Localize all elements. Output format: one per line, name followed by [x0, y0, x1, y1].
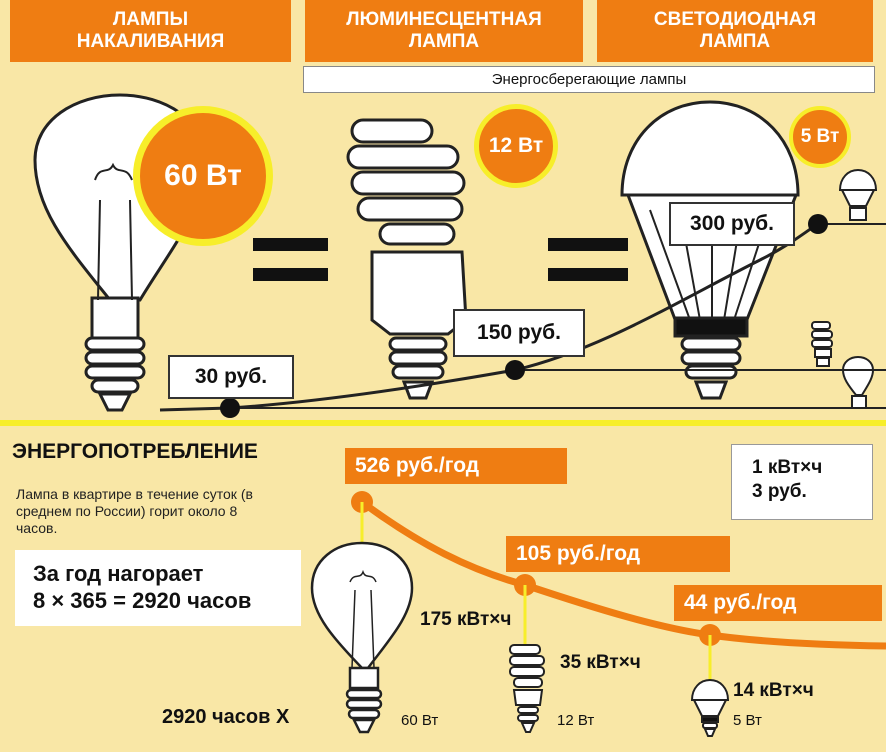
rate-line1: 1 кВт×ч: [752, 457, 823, 478]
consumption-title: ЭНЕРГОПОТРЕБЛЕНИЕ: [12, 440, 258, 463]
watt-fluorescent: 12 Вт: [557, 712, 595, 729]
price-point: [808, 214, 828, 234]
electricity-rate-box: 1 кВт×ч 3 руб.: [731, 444, 873, 520]
price-point: [505, 360, 525, 380]
led-lamp-icon: [620, 100, 800, 400]
consumption-led-lamp-icon: [690, 678, 730, 737]
consumption-note: Лампа в квартире в течение суток (в сред…: [16, 486, 253, 536]
energy-saving-subheader: Энергосберегающие лампы: [303, 66, 875, 93]
consumption-incandescent-lamp-icon: [310, 541, 414, 734]
small-fluorescent-lamp-icon: [811, 321, 833, 367]
cost-fluorescent: 105 руб./год: [506, 536, 730, 572]
hours-multiplier-label: 2920 часов Х: [162, 706, 290, 728]
header-fluorescent: ЛЮМИНЕСЦЕНТНАЯ ЛАМПА: [305, 0, 583, 62]
watt-incandescent: 60 Вт: [401, 712, 439, 729]
yearly-hours-line1: За год нагорает: [33, 561, 204, 586]
equals-bar: [548, 268, 628, 281]
yearly-hours-line2: 8 × 365 = 2920 часов: [33, 588, 252, 613]
fluorescent-lamp-icon: [346, 118, 468, 400]
header-incandescent: ЛАМПЫ НАКАЛИВАНИЯ: [10, 0, 291, 62]
header-incandescent-label: ЛАМПЫ НАКАЛИВАНИЯ: [76, 9, 225, 52]
cost-led: 44 руб./год: [674, 585, 882, 621]
section-divider: [0, 420, 886, 426]
cost-incandescent: 526 руб./год: [345, 448, 567, 484]
watt-led: 5 Вт: [733, 712, 762, 729]
equals-bar: [253, 268, 328, 281]
energy-led: 14 кВт×ч: [733, 680, 814, 701]
energy-fluorescent: 35 кВт×ч: [560, 652, 641, 673]
equals-bar: [548, 238, 628, 251]
price-incandescent: 30 руб.: [168, 355, 294, 399]
small-incandescent-lamp-icon: [841, 355, 875, 409]
energy-incandescent: 175 кВт×ч: [420, 609, 512, 630]
price-fluorescent: 150 руб.: [453, 309, 585, 357]
header-led-label: СВЕТОДИОДНАЯ ЛАМПА: [653, 9, 817, 52]
price-point: [220, 398, 240, 418]
consumption-fluorescent-lamp-icon: [509, 644, 545, 733]
header-led: СВЕТОДИОДНАЯ ЛАМПА: [597, 0, 873, 62]
power-badge-incandescent: 60 Вт: [133, 106, 273, 246]
rate-line2: 3 руб.: [752, 481, 807, 502]
consumption-curve: [359, 499, 886, 650]
power-badge-led: 5 Вт: [789, 106, 851, 168]
power-badge-fluorescent: 12 Вт: [474, 104, 558, 188]
equals-bar: [253, 238, 328, 251]
small-led-lamp-icon: [838, 168, 878, 221]
price-led: 300 руб.: [669, 202, 795, 246]
yearly-hours-box: За год нагорает 8 × 365 = 2920 часов: [15, 550, 301, 626]
header-fluorescent-label: ЛЮМИНЕСЦЕНТНАЯ ЛАМПА: [346, 9, 542, 52]
